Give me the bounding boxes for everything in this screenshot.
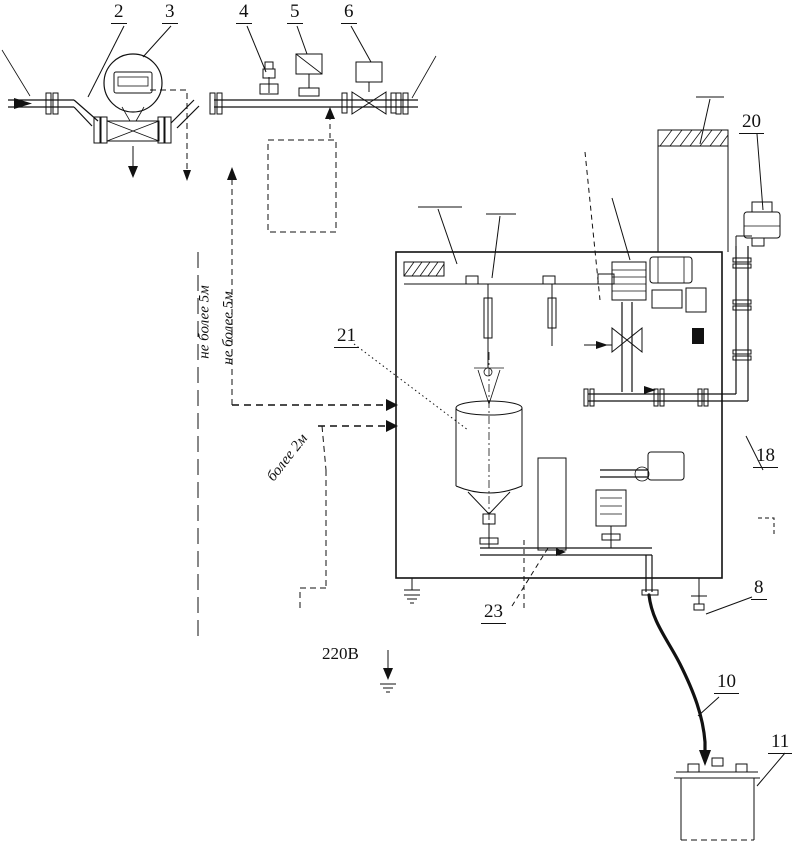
flowmeter-display [117, 76, 149, 87]
cabinet-internals [403, 256, 748, 611]
power-ground-symbol [380, 650, 396, 693]
callout-18: 18 [753, 446, 778, 468]
flowmeter-assembly [1, 49, 200, 181]
ground-symbol-left [404, 594, 420, 604]
callout-6: 6 [341, 2, 357, 24]
valve-line-assembly [209, 53, 437, 115]
power-label: 220В [322, 644, 359, 663]
flow-direction-arrow [14, 98, 32, 109]
waste-canister [674, 757, 760, 841]
callout-20: 20 [739, 112, 764, 134]
callout-21: 21 [334, 326, 359, 348]
callout-3: 3 [162, 2, 178, 24]
solenoid-valve [595, 489, 627, 527]
callout-8: 8 [751, 578, 767, 600]
callout-2: 2 [111, 2, 127, 24]
callout-11: 11 [768, 732, 793, 754]
flowmeter-dial [103, 53, 163, 113]
callout-23: 23 [481, 602, 506, 624]
distance-note-max5m-b: не более 5м [220, 291, 237, 365]
cabinet-outline [395, 251, 723, 579]
callout-10: 10 [714, 672, 739, 694]
distance-note-max5m-a: не более 5м [196, 285, 213, 359]
dashed-route-lines [197, 107, 775, 642]
external-riser-pipe [732, 235, 752, 401]
device-20 [743, 201, 781, 247]
callout-5: 5 [287, 2, 303, 24]
leader-lines [87, 25, 786, 787]
drain-arrow [128, 166, 138, 178]
callout-4: 4 [236, 2, 252, 24]
drain-hose [641, 576, 711, 766]
ceiling-duct [657, 129, 729, 252]
